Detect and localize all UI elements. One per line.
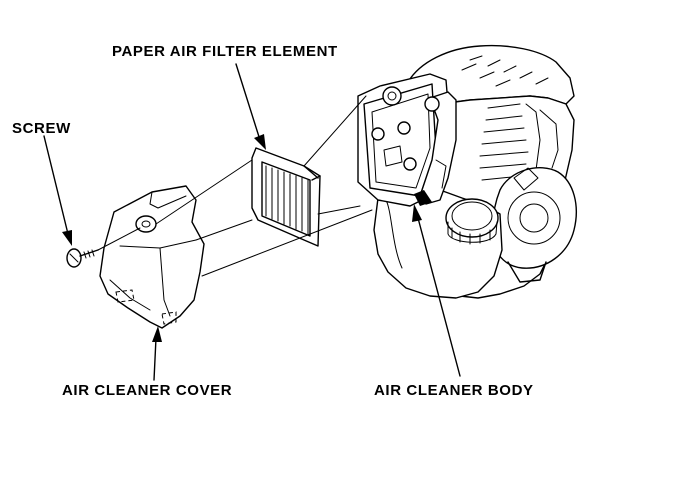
engine-illustration [357, 44, 577, 299]
cover-arrowhead [152, 326, 162, 342]
screw [66, 248, 99, 268]
screw-arrowhead [62, 230, 72, 246]
air-cleaner-cover [99, 185, 205, 329]
label-air-cleaner-body: AIR CLEANER BODY [374, 382, 534, 399]
filter-arrowhead [254, 134, 266, 150]
leader-arrows [43, 63, 461, 381]
label-screw: SCREW [12, 120, 71, 137]
label-air-cleaner-cover: AIR CLEANER COVER [62, 382, 232, 399]
label-paper-air-filter-element: PAPER AIR FILTER ELEMENT [112, 43, 338, 60]
alignment-lines [97, 95, 373, 277]
paper-filter-element [251, 147, 321, 247]
body-arrowhead [412, 204, 422, 222]
